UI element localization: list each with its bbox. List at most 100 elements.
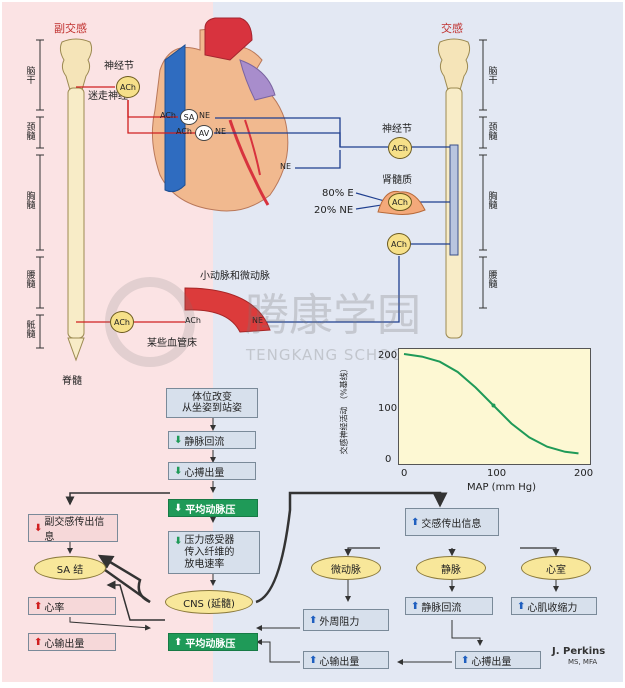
up-arrow-icon: ⬆ bbox=[411, 516, 420, 528]
right-seg-thoracic: 胸髓 bbox=[488, 192, 498, 212]
parasympathetic-nerves bbox=[76, 86, 195, 323]
ach-ganglion-thoracic: ACh bbox=[387, 233, 411, 255]
down-arrow-icon: ⬇ bbox=[174, 465, 183, 477]
baseline-point bbox=[491, 403, 496, 408]
left-segment-brackets bbox=[36, 39, 44, 349]
sympathetic-title: 交感 bbox=[441, 22, 463, 35]
up-arrow-icon: ⬆ bbox=[309, 654, 318, 666]
stroke-volume-text: 心搏出量 bbox=[471, 656, 512, 668]
e-pct-label: 80% E bbox=[322, 188, 354, 199]
venous-return2-text: 静脉回流 bbox=[421, 602, 462, 614]
ach-vessel-label: ACh bbox=[185, 316, 201, 325]
map-up-box: ⬆平均动脉压 bbox=[168, 633, 258, 651]
ventricles-node: 心室 bbox=[521, 556, 591, 580]
graph-ytick-200: 200 bbox=[378, 350, 398, 361]
down-arrow-icon: ⬇ bbox=[34, 522, 43, 534]
sa-node: SA 结 bbox=[34, 556, 106, 580]
sympathetic-nerves bbox=[214, 117, 450, 323]
left-seg-brainstem: 脑干 bbox=[26, 67, 36, 87]
ach-ganglion-vagus: ACh bbox=[116, 76, 140, 98]
map-down-box: ⬇平均动脉压 bbox=[168, 499, 258, 517]
right-seg-brainstem: 脑干 bbox=[488, 67, 498, 87]
arteriole-arc bbox=[184, 287, 271, 333]
ne-ventricle-label: NE bbox=[280, 162, 292, 171]
up-arrow-icon: ⬆ bbox=[34, 600, 43, 612]
vagus-label: 迷走神经 bbox=[88, 91, 128, 102]
up-arrow-icon: ⬆ bbox=[517, 600, 526, 612]
cardiac-output-box: ⬇心搏出量 bbox=[168, 462, 256, 480]
veins-node: 静脉 bbox=[416, 556, 486, 580]
ganglion-left-label: 神经节 bbox=[104, 61, 134, 72]
autonomic-illustration bbox=[36, 17, 487, 367]
graph-xtick-100: 100 bbox=[487, 468, 507, 479]
credit-name: J. Perkins bbox=[552, 646, 606, 657]
left-seg-sacral: 骶髓 bbox=[26, 321, 36, 341]
right-seg-lumbar: 腰髓 bbox=[488, 271, 498, 291]
graph-ytick-100: 100 bbox=[378, 403, 398, 414]
up-arrow-icon: ⬆ bbox=[461, 654, 470, 666]
graph-curve-layer bbox=[403, 353, 579, 455]
spinal-cord-label: 脊髓 bbox=[62, 376, 82, 387]
baroreceptor-text: 压力感受器 传入纤维的 放电速率 bbox=[184, 534, 235, 570]
veins-text: 静脉 bbox=[441, 564, 461, 576]
sym-out-box: ⬆交感传出信息 bbox=[405, 508, 499, 536]
ganglion-right-label: 神经节 bbox=[382, 124, 412, 135]
peripheral-resistance-text: 外周阻力 bbox=[319, 616, 360, 628]
cardiac-output-left-box: ⬆心输出量 bbox=[28, 633, 116, 651]
stroke-volume-box: ⬆心搏出量 bbox=[455, 651, 541, 669]
left-seg-cervical: 颈髓 bbox=[26, 123, 36, 143]
av-node-marker: AV bbox=[195, 125, 213, 141]
posture-text: 体位改变 从坐姿到站姿 bbox=[182, 391, 242, 415]
ach-adrenal: ACh bbox=[388, 193, 412, 211]
down-arrow-icon: ⬇ bbox=[174, 536, 183, 547]
ne-vessel-label: NE bbox=[252, 316, 264, 325]
ach-av-label: ACh bbox=[176, 127, 192, 136]
ne-pct-label: 20% NE bbox=[314, 205, 354, 216]
arterioles-node: 微动脉 bbox=[311, 556, 381, 580]
up-arrow-icon: ⬆ bbox=[309, 614, 318, 626]
venous-return-text: 静脉回流 bbox=[184, 436, 225, 448]
sa-node-marker: SA bbox=[180, 109, 198, 125]
parasympathetic-title: 副交感 bbox=[54, 22, 87, 35]
right-spinal-cord bbox=[437, 38, 471, 339]
posture-box: 体位改变 从坐姿到站姿 bbox=[166, 388, 258, 418]
map-down-text: 平均动脉压 bbox=[185, 504, 236, 516]
heart-rate-box: ⬆心率 bbox=[28, 597, 116, 615]
watermark-cn: 腾康学园 bbox=[245, 290, 421, 341]
graph-ytick-0: 0 bbox=[385, 454, 392, 465]
graph-xtick-0: 0 bbox=[401, 468, 408, 479]
cardiac-output-bottom-box: ⬆心输出量 bbox=[303, 651, 389, 669]
credit-degree: MS, MFA bbox=[568, 658, 598, 666]
heart-illustration bbox=[151, 17, 289, 212]
cns-text: CNS (延髓) bbox=[183, 598, 235, 610]
ne-sa-label: NE bbox=[199, 111, 211, 120]
heart-rate-text: 心率 bbox=[44, 602, 65, 614]
down-arrow-icon: ⬇ bbox=[174, 502, 183, 514]
contractility-box: ⬆心肌收缩力 bbox=[511, 597, 597, 615]
adrenal-label: 肾髓质 bbox=[382, 175, 412, 186]
graph-xlabel: MAP (mm Hg) bbox=[467, 482, 537, 493]
arterioles-text: 微动脉 bbox=[331, 564, 361, 576]
cardiac-output-left-text: 心输出量 bbox=[44, 638, 85, 650]
sa-node-text: SA 结 bbox=[56, 564, 84, 576]
left-spinal-cord bbox=[59, 38, 93, 362]
peripheral-resistance-box: ⬆外周阻力 bbox=[303, 609, 389, 631]
down-arrow-icon: ⬇ bbox=[174, 434, 183, 446]
sym-out-text: 交感传出信息 bbox=[421, 518, 482, 530]
capillary-bed-label: 某些血管床 bbox=[147, 338, 197, 349]
cardiac-output-bottom-text: 心输出量 bbox=[319, 656, 360, 668]
ach-ganglion-cervical: ACh bbox=[388, 137, 412, 159]
parasym-out-text: 副交感传出信息 bbox=[44, 517, 105, 543]
ach-ganglion-sacral: ACh bbox=[110, 311, 134, 333]
ne-av-label: NE bbox=[215, 127, 227, 136]
contractility-text: 心肌收缩力 bbox=[527, 602, 578, 614]
left-seg-thoracic: 胸髓 bbox=[26, 192, 36, 212]
ventricles-text: 心室 bbox=[546, 564, 566, 576]
cardiac-output-text: 心搏出量 bbox=[184, 467, 225, 479]
parasym-out-box: ⬇副交感传出信息 bbox=[28, 514, 118, 543]
baroreceptor-box: ⬇压力感受器 传入纤维的 放电速率 bbox=[168, 531, 260, 574]
arterioles-label: 小动脉和微动脉 bbox=[200, 271, 270, 282]
up-arrow-icon: ⬆ bbox=[174, 636, 183, 648]
right-seg-cervical: 颈髓 bbox=[488, 123, 498, 143]
ach-sa-label: ACh bbox=[160, 111, 176, 120]
